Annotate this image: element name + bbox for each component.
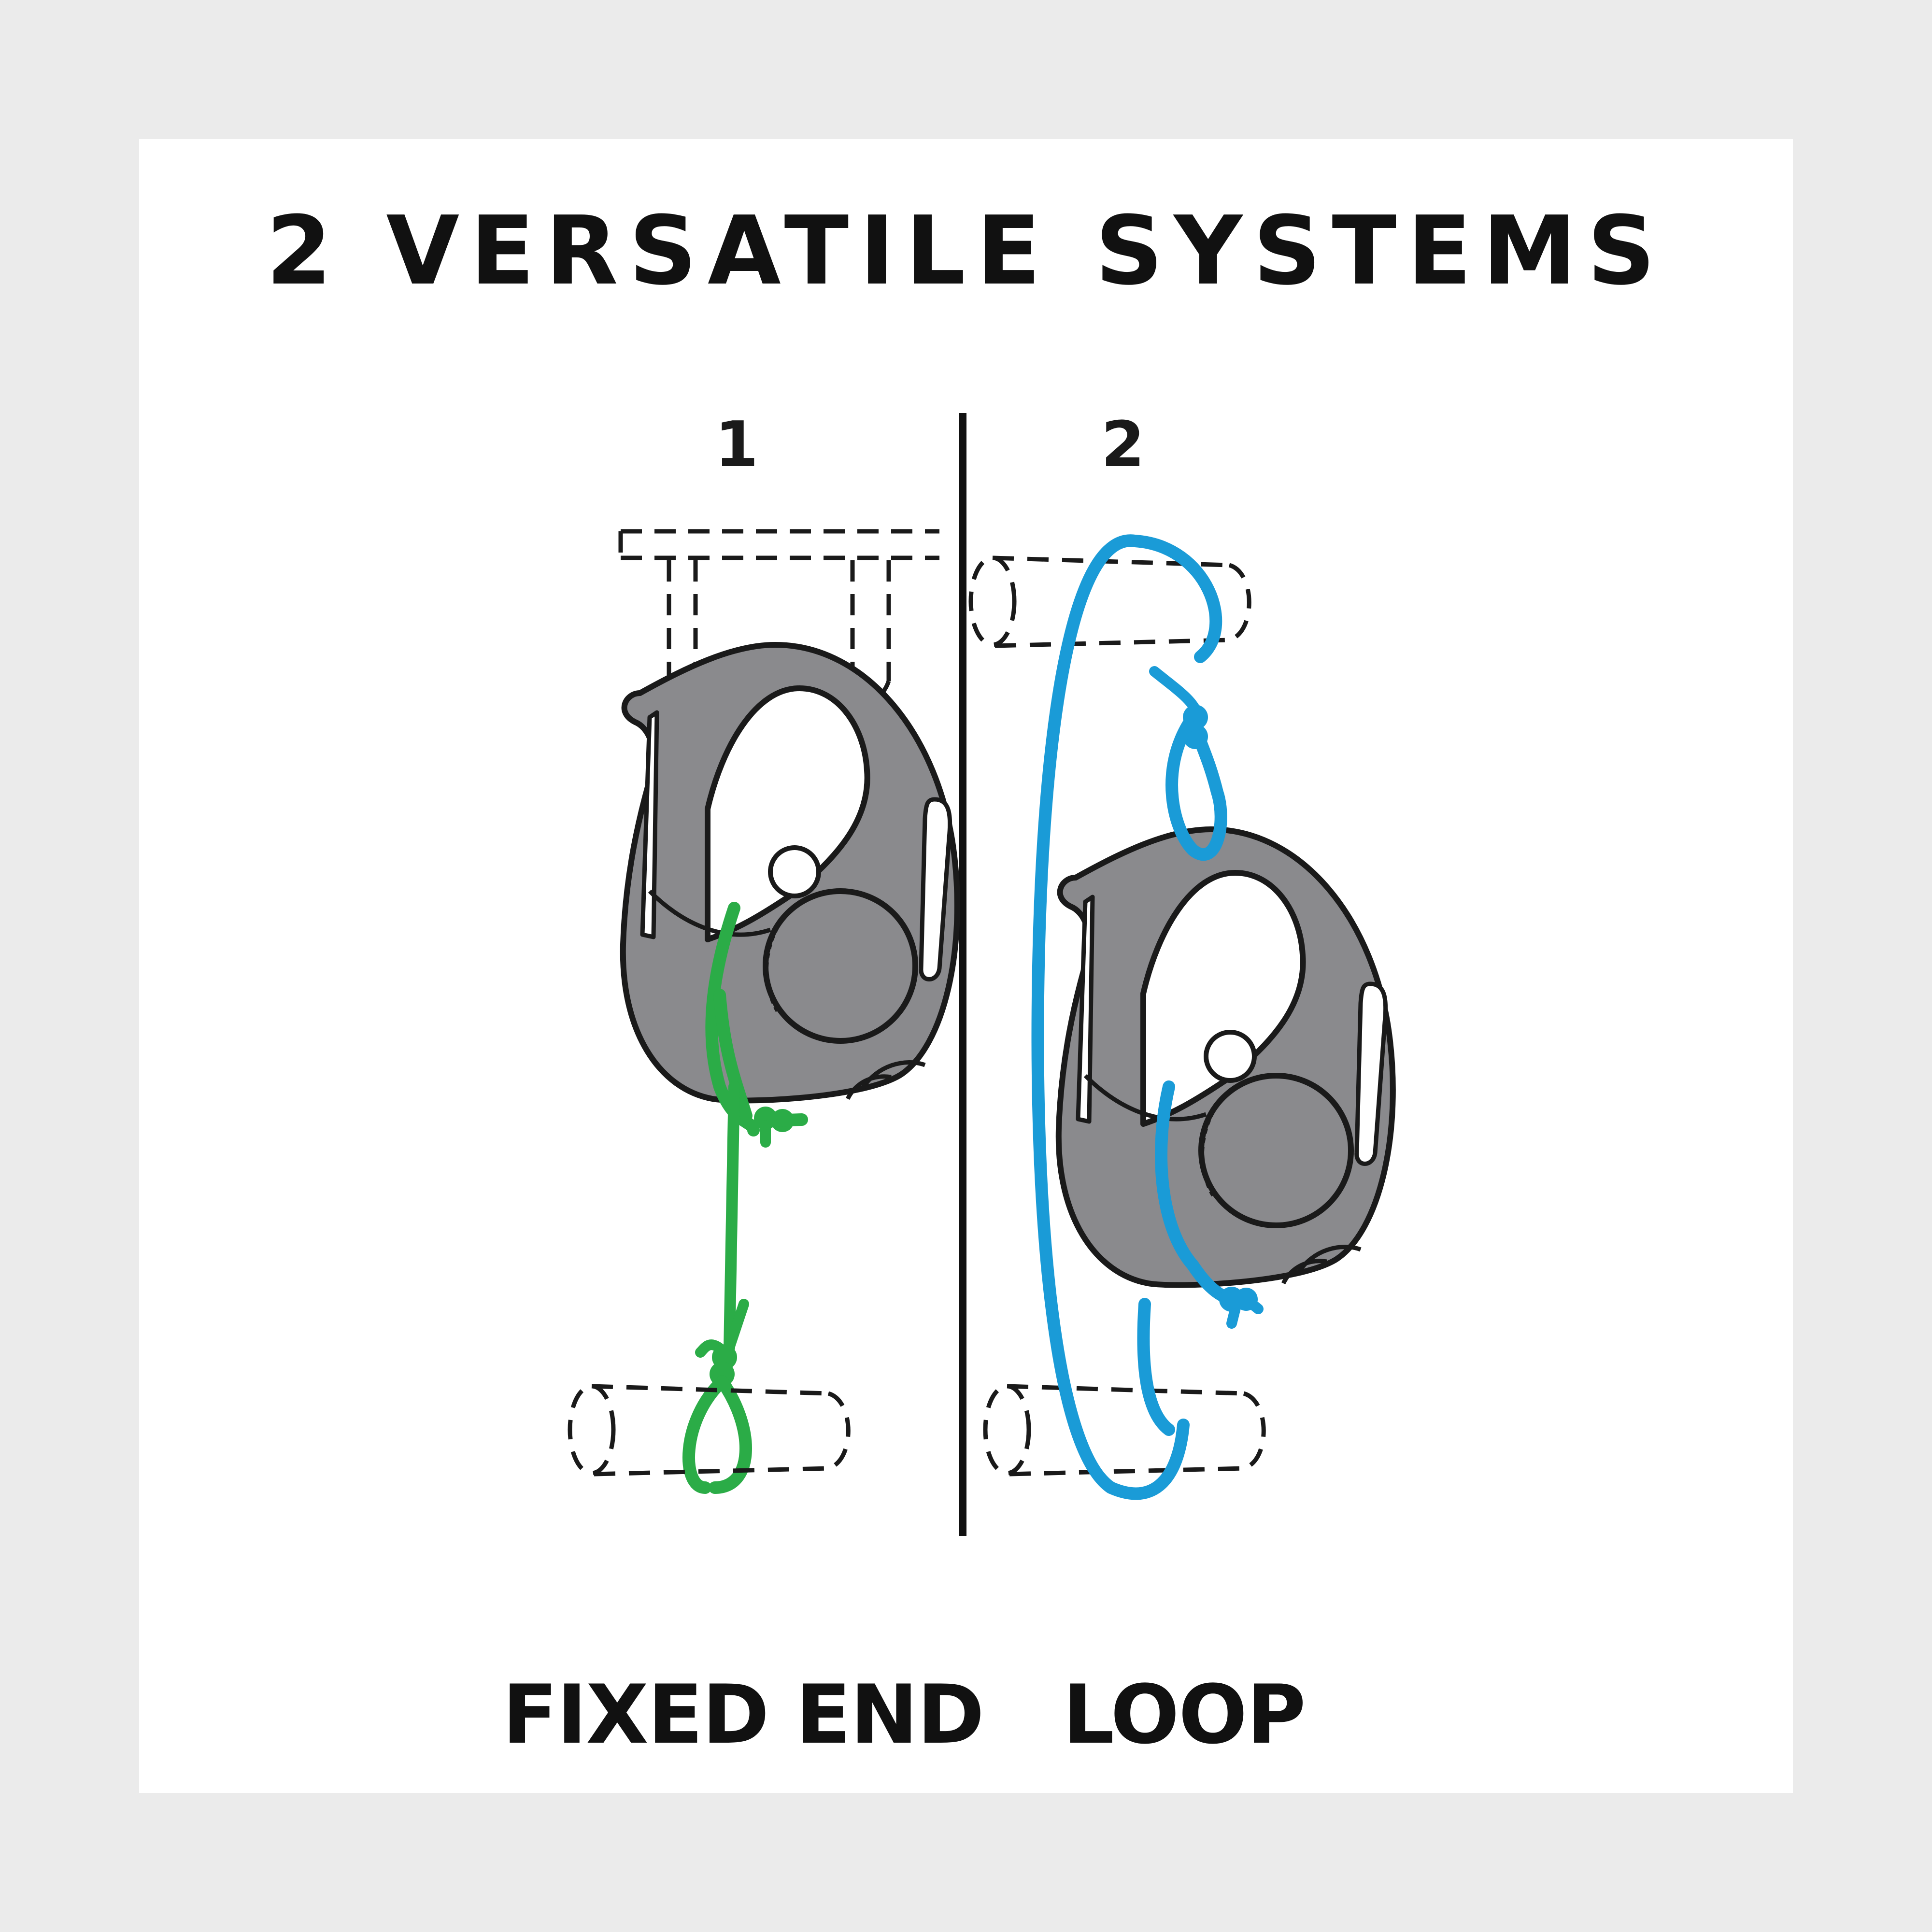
system-1-carabiner — [623, 645, 957, 1100]
system-2-label: LOOP — [1063, 1667, 1306, 1762]
diagram-title: 2 VERSATILE SYSTEMS — [266, 196, 1666, 306]
system-2-cord — [1031, 534, 1264, 1500]
system-1-label: FIXED END — [502, 1667, 984, 1762]
system-2-bottom-dowel — [985, 1386, 1264, 1474]
system-1-number: 1 — [714, 408, 759, 481]
system-1-cord — [682, 902, 808, 1494]
system-2-carabiner — [1059, 829, 1393, 1285]
system-2-number: 2 — [1101, 408, 1145, 481]
